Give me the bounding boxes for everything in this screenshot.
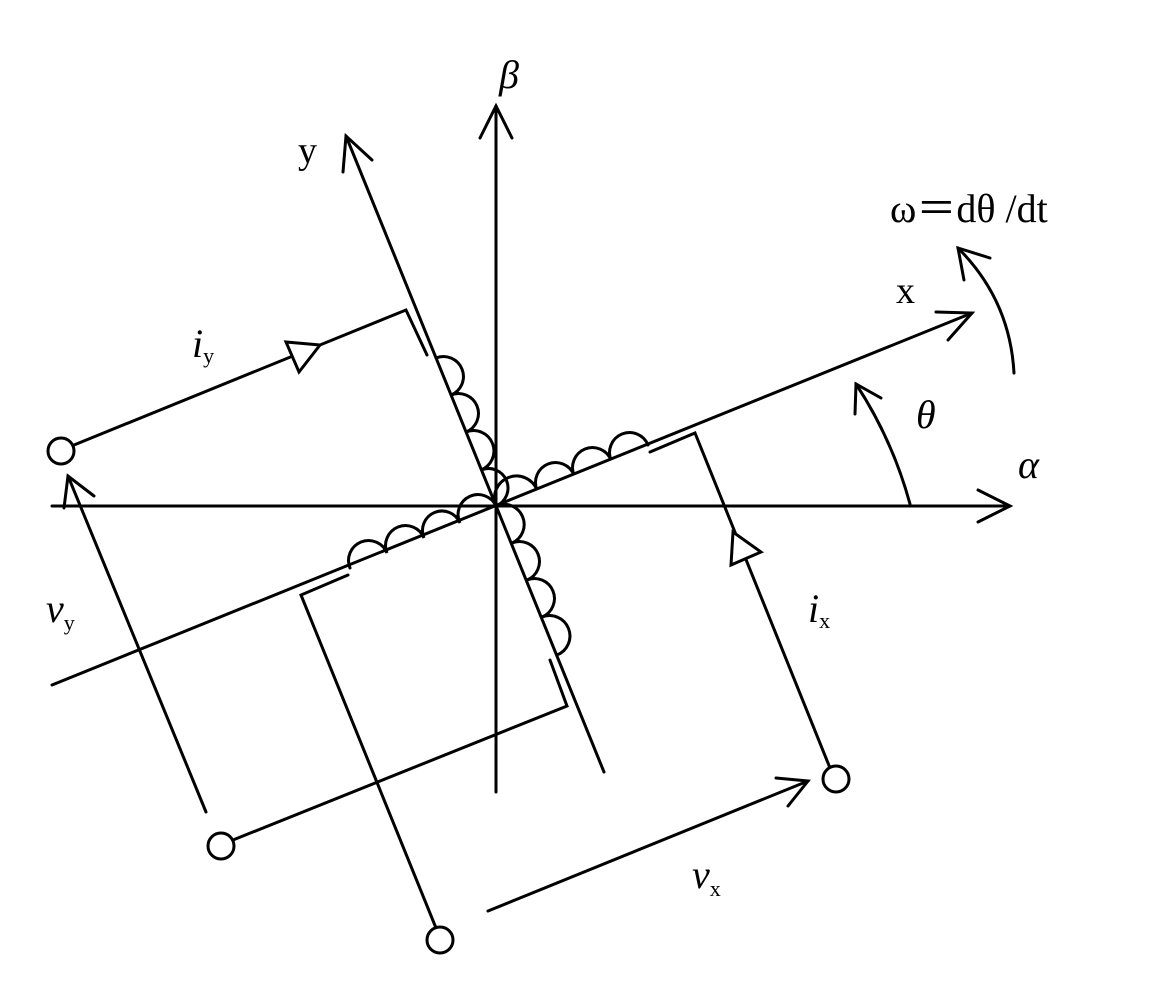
x-axis bbox=[50, 310, 976, 687]
vy-voltage-arrow bbox=[62, 473, 208, 814]
vx-label: vx bbox=[692, 852, 721, 901]
vy-label: vy bbox=[46, 586, 75, 635]
y-winding-coil bbox=[434, 355, 572, 657]
theta-angle-arc bbox=[853, 381, 912, 506]
x-terminal-upper bbox=[821, 764, 851, 794]
y-terminal-lower bbox=[206, 831, 236, 861]
y-axis-label: y bbox=[298, 130, 317, 172]
beta-label: β bbox=[498, 52, 519, 97]
x-winding-coil bbox=[347, 431, 650, 570]
vx-voltage-arrow bbox=[486, 776, 811, 913]
alpha-label: α bbox=[1018, 442, 1040, 487]
iy-label: iy bbox=[192, 321, 214, 368]
beta-axis bbox=[478, 102, 514, 794]
iy-current-arrow bbox=[283, 340, 323, 375]
ix-current-arrow bbox=[729, 529, 765, 568]
x-axis-label: x bbox=[896, 270, 915, 312]
omega-rotation-arc bbox=[956, 245, 1016, 375]
x-terminal-lower bbox=[425, 925, 455, 955]
omega-label: ω＝dθ /dt bbox=[890, 186, 1048, 231]
x-winding-leads bbox=[299, 431, 832, 930]
y-axis bbox=[341, 132, 606, 774]
y-terminal-upper bbox=[46, 436, 76, 466]
theta-label: θ bbox=[916, 392, 936, 437]
alpha-axis bbox=[50, 488, 1014, 524]
ix-label: ix bbox=[808, 586, 830, 633]
y-winding-leads bbox=[72, 308, 569, 842]
